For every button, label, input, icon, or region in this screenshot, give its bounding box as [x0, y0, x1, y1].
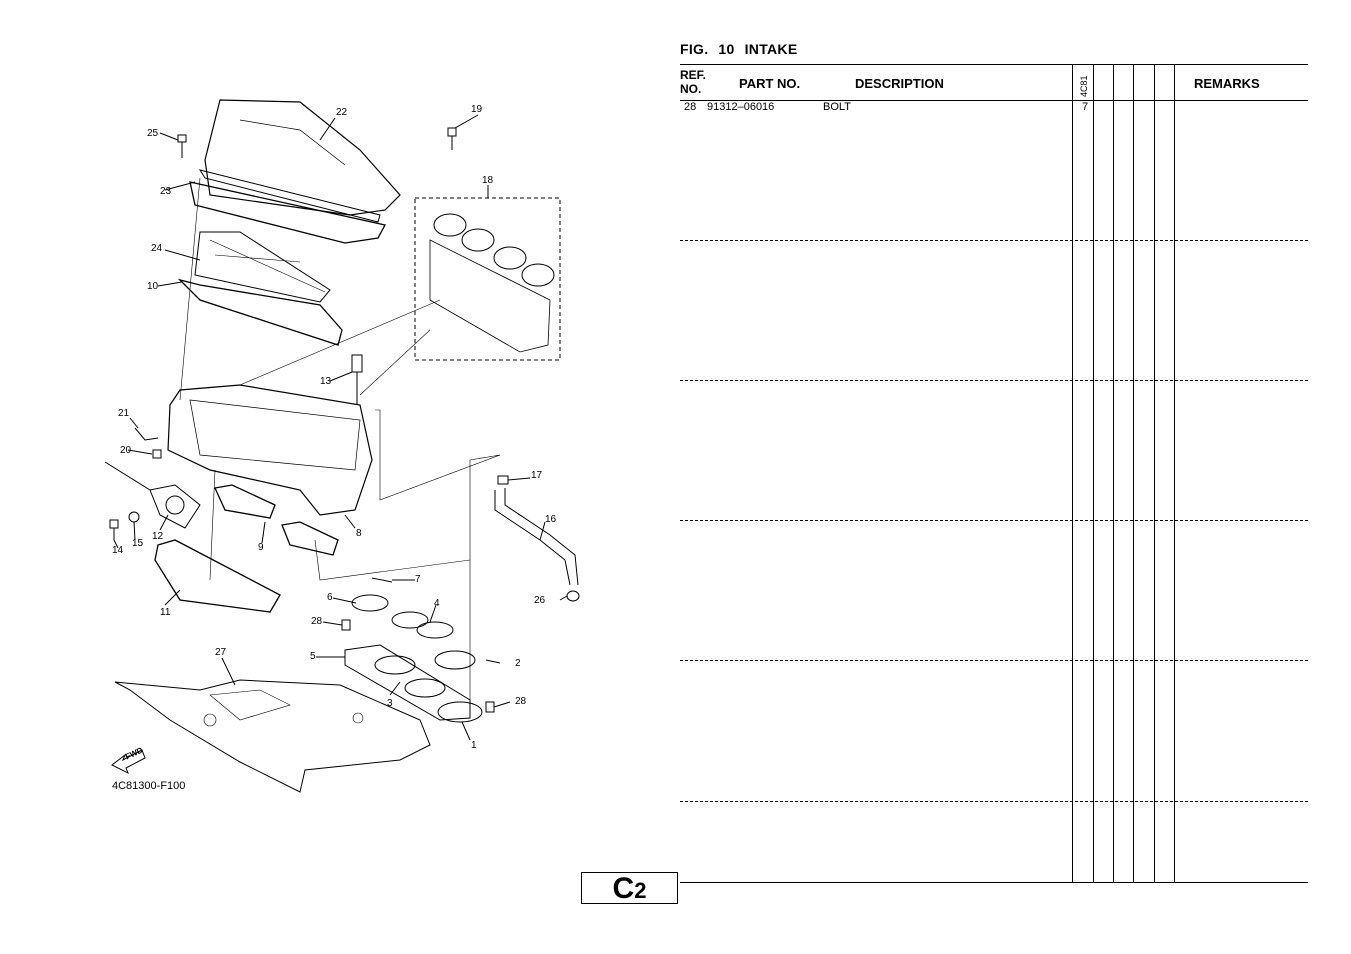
callout-28-b: 28: [515, 696, 527, 707]
col-divider: [1133, 64, 1134, 882]
callout-1: 1: [471, 740, 477, 751]
callout-11: 11: [160, 607, 171, 618]
col-divider: [1154, 64, 1155, 882]
under-cover: [114, 679, 431, 793]
col-divider: [1174, 64, 1175, 882]
header-ref-line1: REF.: [680, 68, 707, 82]
parts-diagram: [104, 99, 580, 793]
group-separator: [680, 240, 1308, 241]
header-description: DESCRIPTION: [855, 76, 944, 91]
callout-24: 24: [151, 243, 163, 254]
callout-5: 5: [310, 651, 316, 662]
callout-14: 14: [112, 545, 124, 556]
callout-26: 26: [534, 595, 546, 606]
air-filter: [194, 231, 331, 303]
drawing-code: 4C81300-F100: [112, 780, 186, 792]
figure-title: FIG. 10 INTAKE: [680, 41, 807, 57]
callout-20: 20: [120, 445, 132, 456]
row-part-no: 91312–06016: [707, 101, 775, 113]
figure-name: INTAKE: [744, 41, 798, 57]
callout-3: 3: [387, 698, 393, 709]
col-divider: [1093, 64, 1094, 882]
duct-seal: [154, 539, 281, 613]
group-separator: [680, 660, 1308, 661]
row-ref-no: 28: [684, 101, 697, 113]
breather-hose: [494, 488, 579, 586]
airbox-case: [167, 384, 373, 516]
filter-gasket: [177, 278, 343, 346]
callout-8: 8: [356, 528, 362, 539]
callout-19: 19: [471, 104, 483, 115]
table-bottom-rule: [680, 882, 1308, 883]
header-ref-no: REF. NO.: [680, 68, 706, 96]
callout-22: 22: [336, 107, 348, 118]
gasket: [189, 181, 386, 244]
callout-9: 9: [258, 542, 264, 553]
figure-label: FIG.: [680, 41, 709, 57]
group-separator: [680, 520, 1308, 521]
callout-28-a: 28: [311, 616, 323, 627]
callout-27: 27: [215, 647, 227, 658]
header-part-no: PART NO.: [739, 76, 801, 91]
header-bottom-rule: [680, 100, 1308, 101]
page-tag-number: 2: [634, 878, 647, 903]
callout-18: 18: [482, 175, 494, 186]
callout-21: 21: [118, 408, 130, 419]
header-remarks: REMARKS: [1194, 76, 1260, 91]
callout-2: 2: [515, 658, 521, 669]
callout-13: 13: [320, 376, 332, 387]
row-quantity: 7: [1082, 101, 1089, 113]
row-description: BOLT: [823, 101, 851, 113]
col-divider: [1113, 64, 1114, 882]
callout-16: 16: [545, 514, 557, 525]
callout-15: 15: [132, 538, 144, 549]
callout-25: 25: [147, 128, 159, 139]
header-ref-line2: NO.: [680, 82, 702, 96]
callout-10: 10: [147, 281, 159, 292]
group-separator: [680, 380, 1308, 381]
airbox-cover: [204, 99, 401, 216]
fwd-arrow: [111, 749, 146, 775]
callout-23: 23: [160, 186, 172, 197]
callout-4: 4: [434, 598, 440, 609]
page-tag-letter: C: [612, 872, 635, 905]
group-separator: [680, 801, 1308, 802]
col-divider: [1072, 64, 1073, 882]
callout-7: 7: [415, 574, 421, 585]
page-tag: C2: [581, 872, 678, 905]
header-model-code: 4C81: [1079, 75, 1089, 97]
figure-number: 10: [718, 41, 735, 57]
callout-6: 6: [327, 592, 333, 603]
table-top-rule: [680, 64, 1308, 65]
callout-12: 12: [152, 531, 164, 542]
callout-17: 17: [531, 470, 543, 481]
